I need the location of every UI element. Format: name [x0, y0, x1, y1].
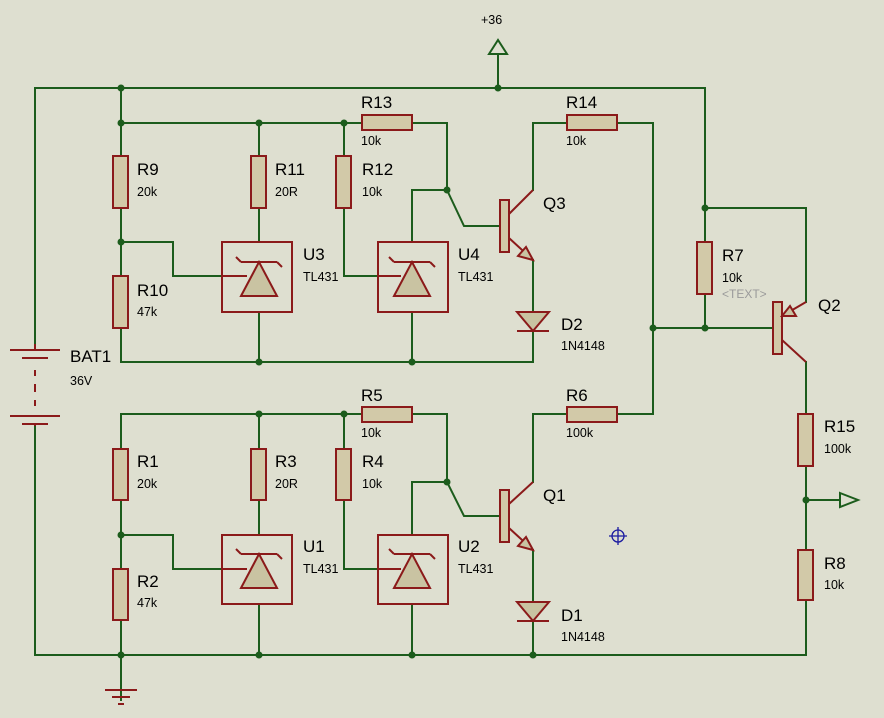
- u1-value: TL431: [303, 562, 338, 576]
- r7-ref: R7: [722, 246, 744, 265]
- r7-value: 10k: [722, 271, 743, 285]
- r1-value: 20k: [137, 477, 158, 491]
- q3-ref: Q3: [543, 194, 566, 213]
- resistor-r4[interactable]: R4 10k: [335, 448, 384, 501]
- r9-value: 20k: [137, 185, 158, 199]
- resistor-r9[interactable]: R9 20k: [112, 155, 159, 209]
- transistor-q1[interactable]: Q1: [499, 481, 566, 552]
- r13-value: 10k: [361, 134, 382, 148]
- r6-value: 100k: [566, 426, 594, 440]
- resistor-r1[interactable]: R1 20k: [112, 448, 159, 501]
- resistor-r7[interactable]: R7 10k <TEXT>: [696, 241, 767, 301]
- r11-ref: R11: [275, 160, 305, 179]
- output-terminal[interactable]: [839, 491, 861, 509]
- resistor-r12[interactable]: R12 10k: [335, 155, 393, 209]
- u4-value: TL431: [458, 270, 493, 284]
- wires: [34, 53, 841, 701]
- r10-value: 47k: [137, 305, 158, 319]
- q2-ref: Q2: [818, 296, 841, 315]
- junction-dots: [117, 84, 810, 659]
- power-label: +36: [481, 13, 502, 27]
- resistor-r15[interactable]: R15 100k: [797, 413, 855, 467]
- q1-ref: Q1: [543, 486, 566, 505]
- resistor-r2[interactable]: R2 47k: [112, 568, 159, 621]
- r5-value: 10k: [361, 426, 382, 440]
- regulator-u4[interactable]: U4 TL431: [377, 241, 493, 313]
- r4-value: 10k: [362, 477, 383, 491]
- battery-value: 36V: [70, 374, 93, 388]
- regulator-u2[interactable]: U2 TL431: [377, 534, 493, 605]
- r12-ref: R12: [362, 160, 393, 179]
- r7-text-placeholder: <TEXT>: [722, 287, 767, 301]
- d1-ref: D1: [561, 606, 583, 625]
- r11-value: 20R: [275, 185, 298, 199]
- battery-bat1[interactable]: BAT1 36V: [10, 344, 111, 426]
- resistor-r3[interactable]: R3 20R: [250, 448, 298, 501]
- r2-value: 47k: [137, 596, 158, 610]
- regulator-u3[interactable]: U3 TL431: [221, 241, 338, 313]
- d1-value: 1N4148: [561, 630, 605, 644]
- crosshair-cursor-icon: [609, 527, 627, 545]
- r4-ref: R4: [362, 452, 384, 471]
- resistor-r10[interactable]: R10 47k: [112, 275, 168, 329]
- resistor-r13[interactable]: R13 10k: [361, 93, 413, 148]
- u2-ref: U2: [458, 537, 480, 556]
- d2-ref: D2: [561, 315, 583, 334]
- ground-symbol[interactable]: [105, 689, 137, 705]
- transistor-q3[interactable]: Q3: [499, 189, 566, 262]
- u3-value: TL431: [303, 270, 338, 284]
- u3-ref: U3: [303, 245, 325, 264]
- r8-value: 10k: [824, 578, 845, 592]
- diode-d2[interactable]: D2 1N4148: [514, 311, 605, 353]
- r9-ref: R9: [137, 160, 159, 179]
- r5-ref: R5: [361, 386, 383, 405]
- r6-ref: R6: [566, 386, 588, 405]
- r15-value: 100k: [824, 442, 852, 456]
- resistor-r11[interactable]: R11 20R: [250, 155, 305, 209]
- u2-value: TL431: [458, 562, 493, 576]
- resistor-r6[interactable]: R6 100k: [566, 386, 618, 440]
- u4-ref: U4: [458, 245, 480, 264]
- r14-value: 10k: [566, 134, 587, 148]
- r15-ref: R15: [824, 417, 855, 436]
- diode-d1[interactable]: D1 1N4148: [514, 601, 605, 644]
- r3-ref: R3: [275, 452, 297, 471]
- resistor-r8[interactable]: R8 10k: [797, 549, 846, 601]
- battery-ref: BAT1: [70, 347, 111, 366]
- r14-ref: R14: [566, 93, 597, 112]
- r10-ref: R10: [137, 281, 168, 300]
- r12-value: 10k: [362, 185, 383, 199]
- resistor-r5[interactable]: R5 10k: [361, 386, 413, 440]
- r3-value: 20R: [275, 477, 298, 491]
- r13-ref: R13: [361, 93, 392, 112]
- u1-ref: U1: [303, 537, 325, 556]
- r8-ref: R8: [824, 554, 846, 573]
- resistor-r14[interactable]: R14 10k: [566, 93, 618, 148]
- power-terminal[interactable]: +36: [481, 13, 509, 55]
- r2-ref: R2: [137, 572, 159, 591]
- d2-value: 1N4148: [561, 339, 605, 353]
- regulator-u1[interactable]: U1 TL431: [221, 534, 338, 605]
- transistor-q2[interactable]: Q2: [772, 296, 841, 363]
- r1-ref: R1: [137, 452, 159, 471]
